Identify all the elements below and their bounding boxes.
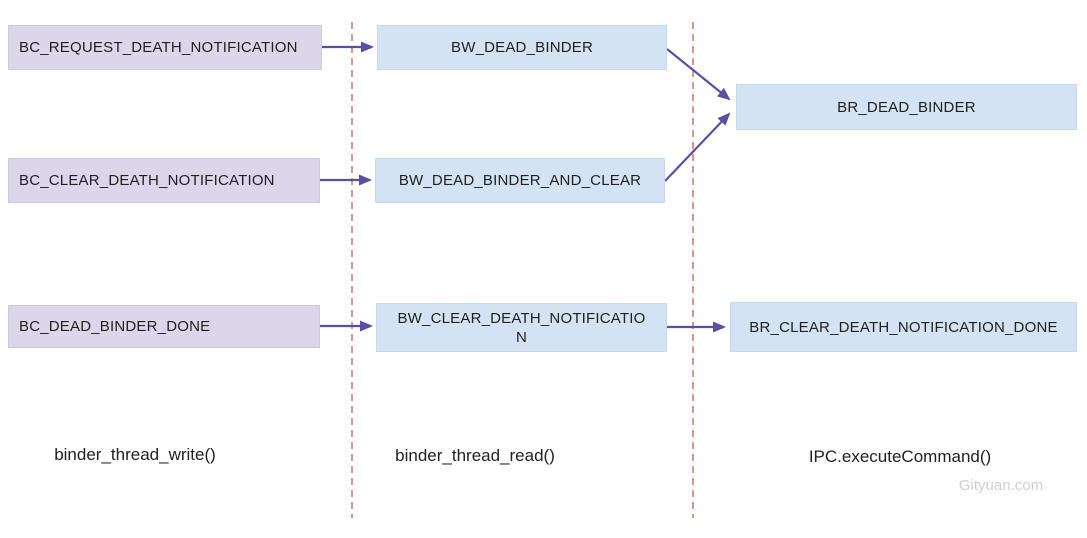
node-bw-dead-binder-and-clear: BW_DEAD_BINDER_AND_CLEAR	[375, 158, 665, 203]
edge-bw-and-clear-to-br-dead-binder	[664, 112, 731, 182]
edge-bw-dead-binder-to-br-dead-binder	[666, 48, 731, 101]
column-label-binder-thread-write: binder_thread_write()	[54, 445, 216, 464]
node-bc-request-death-notification: BC_REQUEST_DEATH_NOTIFICATION	[8, 25, 322, 70]
watermark: Gityuan.com	[958, 477, 1044, 494]
column-label-ipc-execute-command: IPC.executeCommand()	[808, 447, 992, 466]
node-bc-dead-binder-done: BC_DEAD_BINDER_DONE	[8, 305, 320, 348]
node-bw-dead-binder: BW_DEAD_BINDER	[377, 25, 667, 70]
node-br-dead-binder: BR_DEAD_BINDER	[736, 84, 1077, 130]
column-label-binder-thread-read: binder_thread_read()	[395, 446, 555, 465]
node-bw-clear-death-notification: BW_CLEAR_DEATH_NOTIFICATION	[376, 303, 667, 352]
node-bc-clear-death-notification: BC_CLEAR_DEATH_NOTIFICATION	[8, 158, 320, 203]
node-br-clear-death-notification-done: BR_CLEAR_DEATH_NOTIFICATION_DONE	[730, 302, 1077, 352]
